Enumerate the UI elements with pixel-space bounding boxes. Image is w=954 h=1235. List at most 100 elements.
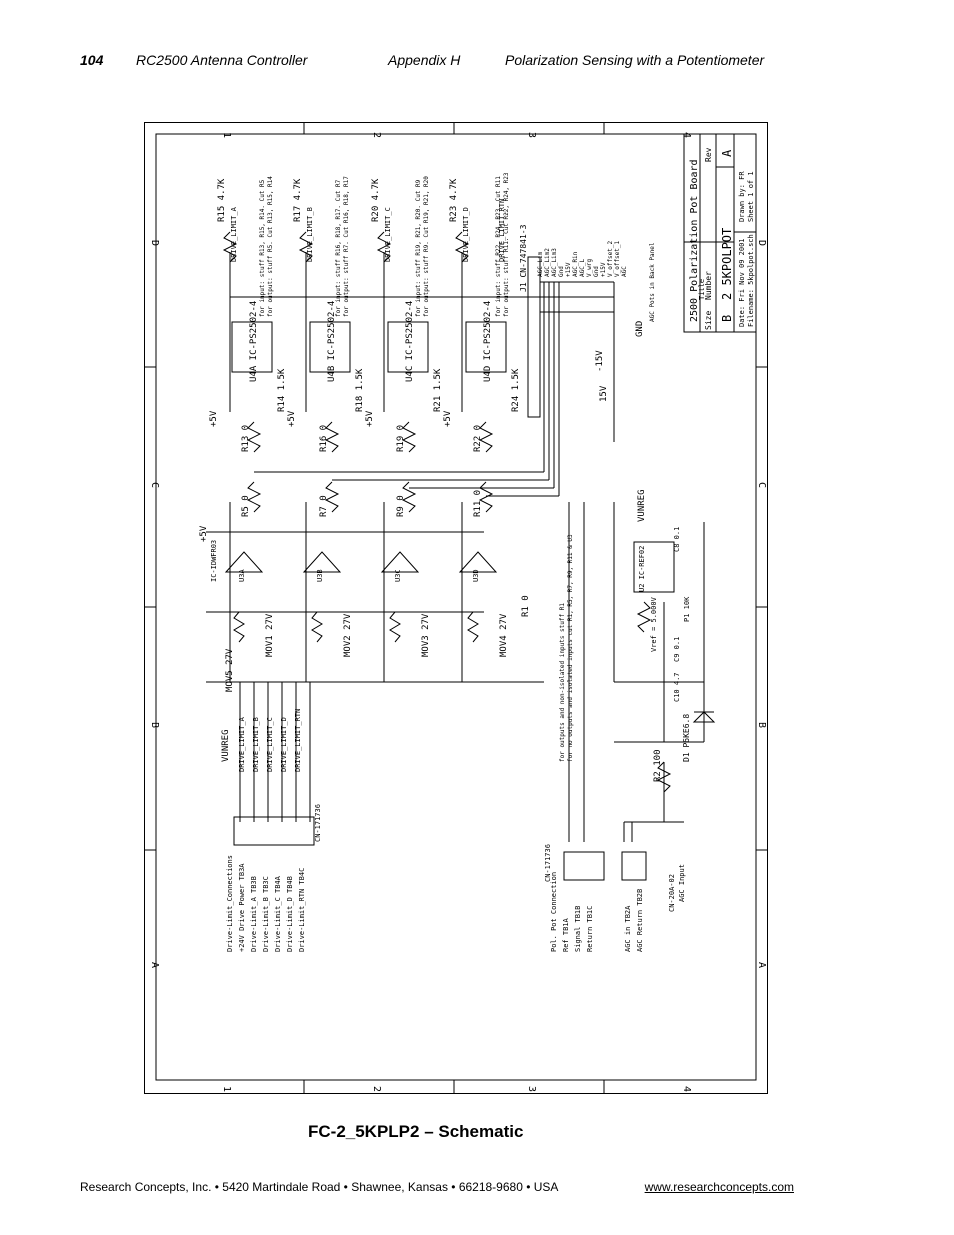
tb2-part-number: CN-20A-02 xyxy=(668,874,676,912)
title-label: Title xyxy=(698,279,706,300)
zone-number: 2 xyxy=(371,132,382,138)
resistor-label: R17 4.7K xyxy=(293,178,303,222)
ic-label: D1 P6KE6.8 xyxy=(682,714,691,762)
rev-label: Rev xyxy=(704,147,713,162)
zone-number: 1 xyxy=(221,132,232,138)
company-address: Research Concepts, Inc. • 5420 Martindal… xyxy=(80,1180,559,1194)
svg-text:+15V: +15V xyxy=(600,262,607,277)
document-title: RC2500 Antenna Controller xyxy=(136,52,308,68)
title-block: Title 2500 Polarization Pot Board Size B… xyxy=(683,133,757,333)
stuff-note: for input: stuff R22, R24, R23. Cut R11 xyxy=(495,176,502,317)
drawing-number: 2_5KPOLPOT xyxy=(720,228,734,300)
section-title: Polarization Sensing with a Potentiomete… xyxy=(505,52,765,68)
tb2-item: AGC in TB2A xyxy=(624,905,632,952)
resistor-label: R16 0 xyxy=(319,425,329,452)
mov-label: MOV2 27V xyxy=(343,613,353,657)
drawn-field: Drawn by: FR xyxy=(738,171,746,222)
zone-letter: B xyxy=(756,722,767,728)
zone-letter: D xyxy=(756,240,767,246)
resistor-label: R23 4.7K xyxy=(449,178,459,222)
mov-label: MOV3 27V xyxy=(421,613,431,657)
tb1-part-number: CN-171736 xyxy=(544,844,552,882)
size-value: B xyxy=(720,315,734,322)
schematic-title: 2500 Polarization Pot Board xyxy=(689,159,700,322)
resistor-label: R20 4.7K xyxy=(371,178,381,222)
drive-limit-label: DRIVE_LIMIT_D xyxy=(280,717,288,772)
resistor-label: R21 1.5K xyxy=(433,368,443,412)
zone-letter: C xyxy=(149,482,160,488)
filename-field: Filename: 5kpolpot.sch xyxy=(747,234,755,327)
zone-letter: B xyxy=(149,722,160,728)
appendix-label: Appendix H xyxy=(388,52,461,68)
rev-value: A xyxy=(720,149,734,157)
drive-limit-label: DRIVE_LIMIT_C xyxy=(384,207,392,262)
ic-label: U3C xyxy=(394,569,402,582)
stuff-note: for output: stuff R7. Cut R16, R18, R17 xyxy=(343,176,350,317)
supply-label: +5V xyxy=(209,410,219,427)
company-website-link[interactable]: www.researchconcepts.com xyxy=(644,1180,794,1194)
tb1-item: Signal TB1B xyxy=(574,906,582,952)
zone-number: 4 xyxy=(681,132,692,138)
ic-label: P1 10K xyxy=(683,596,691,622)
svg-text:AGC_Lim3: AGC_Lim3 xyxy=(551,248,558,277)
supply-label: +5V xyxy=(287,410,297,427)
resistor-label: R19 0 xyxy=(396,425,406,452)
mov-label: MOV1 27V xyxy=(265,613,275,657)
size-label: Size xyxy=(704,311,713,330)
zone-letter: A xyxy=(756,962,767,968)
tb3-group-label: Drive-Limit_Connections xyxy=(226,855,234,952)
stuff-note: for input: stuff R19, R21, R20. Cut R9 xyxy=(415,179,422,317)
svg-text:Gnd: Gnd xyxy=(593,266,600,277)
supply-label: GND xyxy=(635,321,645,337)
resistor-label: R15 4.7K xyxy=(217,178,227,222)
resistor-label: R2 100 xyxy=(653,749,663,782)
ic-label: C9 0.1 xyxy=(673,637,681,662)
figure-caption: FC-2_5KPLP2 – Schematic xyxy=(308,1122,524,1141)
ic-label: C10 4.7 xyxy=(673,672,681,702)
svg-text:AGC_Rin: AGC_Rin xyxy=(572,251,579,277)
stuff-note: for output: stuff R9. Cut R19, R21, R20 xyxy=(423,176,430,317)
supply-label: +5V xyxy=(199,525,209,542)
ic-label: C8 0.1 xyxy=(673,527,681,552)
svg-text:+15V: +15V xyxy=(565,262,572,277)
tb3-item: Drive-Limit_A TB3B xyxy=(250,876,258,952)
svg-text:AGC_Lim: AGC_Lim xyxy=(537,251,544,277)
stuff-note: for output: stuff R5. Cut R13, R15, R14 xyxy=(267,176,274,317)
zone-number: 3 xyxy=(526,1086,537,1092)
vref-label: Vref = 5.000V xyxy=(650,596,658,652)
resistor-label: R22 0 xyxy=(473,425,483,452)
page-number: 104 xyxy=(80,52,104,68)
opto-label: U4C IC-PS2502-4 xyxy=(405,301,415,382)
date-field: Date: Fri Nov 09 2001 xyxy=(738,238,746,327)
resistor-label: R5 0 xyxy=(241,495,251,517)
mov-label: MOV5 27V xyxy=(225,648,235,692)
drive-limit-label: DRIVE_LIMIT_RTN xyxy=(294,709,302,772)
component-labels: R15 4.7K R17 4.7K R20 4.7K R23 4.7K R13 … xyxy=(199,172,691,952)
ic-label: U3A xyxy=(238,569,246,582)
svg-text:V_offset_2: V_offset_2 xyxy=(607,240,614,277)
j1-label: J1 CN-747841-3 xyxy=(519,224,528,292)
page-header: 104 RC2500 Antenna Controller Appendix H… xyxy=(80,52,880,72)
zone-number: 2 xyxy=(371,1086,382,1092)
zone-number: 3 xyxy=(526,132,537,138)
resistor-label: R14 1.5K xyxy=(277,368,287,412)
tb3-item: Drive-Limit_D TB4B xyxy=(286,876,294,952)
j1-pins: AGC_Lim AGC_Lim2 AGC_Lim3 Gnd +15V AGC_R… xyxy=(537,240,628,277)
drive-limit-label: DRIVE_LIMIT_A xyxy=(230,206,238,262)
drive-limit-label: DRIVE_LIMIT_A xyxy=(238,716,246,772)
stuff-note: for output: stuff R11. Cut R22, R24, R23 xyxy=(503,172,510,317)
zone-letter: D xyxy=(149,240,160,246)
resistor-label: R13 0 xyxy=(241,425,251,452)
ic-label: U2 IC-REF02 xyxy=(638,546,646,592)
zone-letter: A xyxy=(149,962,160,968)
tb3-item: +24V Drive Power TB3A xyxy=(238,863,246,952)
tb3-item: Drive-Limit_B TB3C xyxy=(262,876,270,952)
ic-label: U3D xyxy=(472,569,480,582)
svg-text:AGC_L: AGC_L xyxy=(579,259,586,277)
zone-number: 1 xyxy=(221,1086,232,1092)
sheet-field: Sheet 1 of 1 xyxy=(747,171,755,222)
schematic-drawing: 1 2 3 4 1 2 3 4 A B C D A B C D Title 25… xyxy=(144,122,768,1094)
resistor-label: R11 0 xyxy=(473,490,483,517)
ic-label: U3B xyxy=(316,569,324,582)
resistor-label: R9 0 xyxy=(396,495,406,517)
